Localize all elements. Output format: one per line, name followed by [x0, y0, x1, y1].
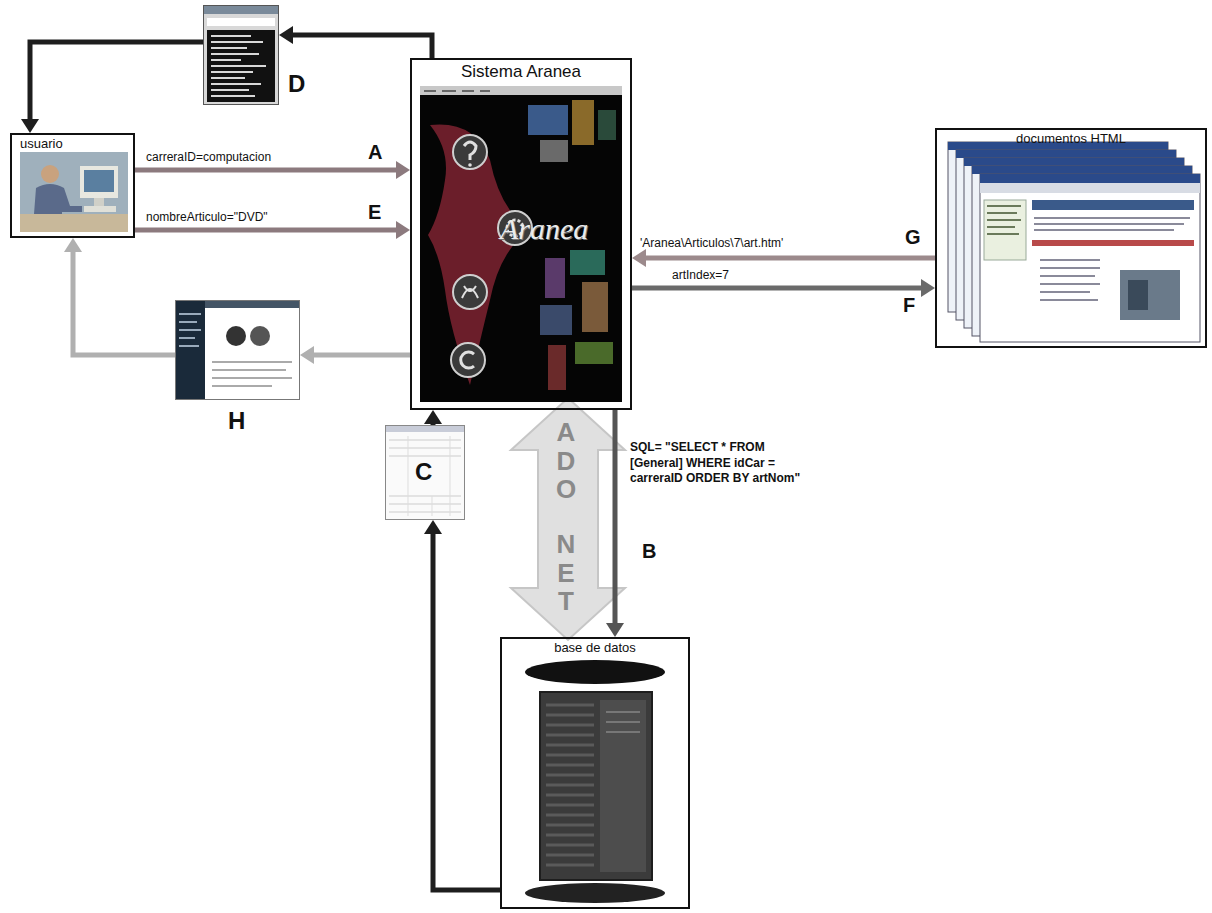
window-thumbnail: D	[203, 5, 279, 105]
arrow-head	[921, 279, 935, 297]
flow-arrow	[606, 410, 624, 637]
arrow-head	[64, 238, 82, 252]
node-title: documentos HTML	[1016, 131, 1126, 146]
connector-line	[632, 286, 923, 291]
flow-arrow	[424, 520, 500, 890]
flow-arrow	[21, 42, 203, 133]
database-server	[525, 660, 665, 903]
step-letter: A	[368, 141, 382, 164]
connector-line	[135, 168, 398, 173]
node-title: H	[228, 407, 245, 435]
technology-label: ADO	[553, 418, 579, 504]
arrow-head	[396, 221, 410, 239]
adonet-arrow	[511, 398, 625, 640]
connector-line	[135, 228, 398, 233]
connector-line	[644, 256, 935, 261]
arrow-head	[300, 346, 314, 364]
technology-label: NET	[553, 530, 579, 616]
step-letter: F	[903, 294, 915, 317]
flow-arrow	[424, 410, 442, 425]
system-box: Sistema AraneaAranea	[410, 58, 632, 410]
user-photo	[20, 152, 128, 232]
node-title: usuario	[20, 136, 63, 151]
arrow-head	[396, 161, 410, 179]
connector-line	[312, 353, 410, 358]
edge-label: carreraID=computacion	[146, 150, 271, 164]
connector-line	[73, 250, 175, 355]
html-documents-stack	[948, 142, 1200, 342]
node-title: base de datos	[554, 640, 636, 655]
list-window-thumbnail	[203, 5, 279, 105]
flow-arrow	[279, 26, 432, 58]
node-title: C	[412, 458, 435, 486]
step-letter: G	[905, 226, 921, 249]
edge-label: 'Aranea\Articulos\7\art.htm'	[640, 236, 783, 250]
logo-text: Aranea	[500, 212, 588, 246]
connector-line	[291, 35, 432, 58]
node-title: Sistema Aranea	[461, 62, 581, 82]
web-page-thumbnail	[175, 300, 300, 400]
step-letter: E	[368, 201, 381, 224]
arrow-head	[632, 249, 646, 267]
window-thumbnail: C	[385, 425, 465, 520]
arrow-head	[424, 410, 442, 424]
connector-line	[30, 42, 203, 121]
table-thumbnail	[385, 425, 465, 520]
connector-line	[613, 410, 618, 625]
window-thumbnail: H	[175, 300, 300, 400]
edge-label: SQL= "SELECT * FROM [General] WHERE idCa…	[630, 440, 815, 487]
arrow-head	[424, 520, 442, 534]
edge-label: nombreArticulo="DVD"	[146, 210, 268, 224]
arrow-head	[606, 623, 624, 637]
connector-line	[433, 532, 500, 890]
step-letter: B	[642, 540, 656, 563]
node-title: D	[288, 70, 305, 98]
flow-arrow	[632, 249, 935, 267]
user-box: usuario	[10, 133, 135, 238]
flow-arrow	[300, 346, 410, 364]
documents-box: documentos HTML	[935, 128, 1207, 348]
flow-arrow	[64, 238, 175, 355]
database-box: base de datos	[500, 637, 690, 909]
aranea-screenshot	[420, 86, 622, 402]
arrow-head	[279, 26, 293, 44]
arrow-head	[21, 119, 39, 133]
edge-label: artIndex=7	[672, 268, 729, 282]
